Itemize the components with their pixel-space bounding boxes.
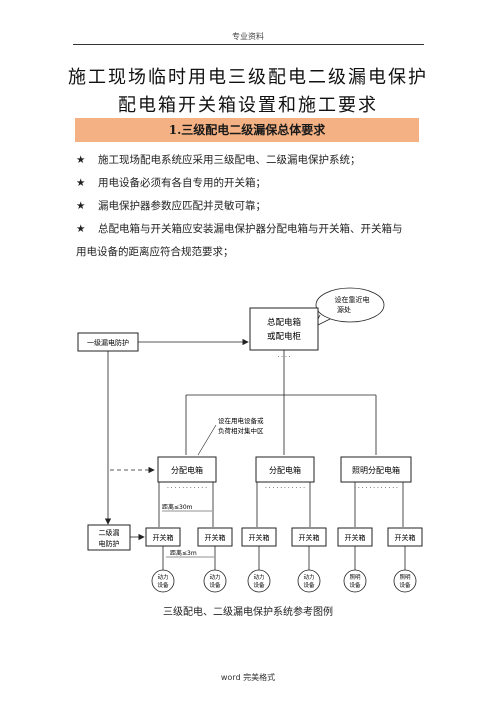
switch-box: 开关箱 xyxy=(197,527,233,547)
bullet-item: ★ 漏电保护器参数应匹配并灵敏可靠； xyxy=(76,195,422,217)
svg-text:· · · · · · · · · · · ·: · · · · · · · · · · · · xyxy=(354,485,398,492)
bullet-item: ★ 总配电箱与开关箱应安装漏电保护器分配电箱与开关箱、开关箱与 xyxy=(76,218,422,240)
power-device: 动力 设备 xyxy=(297,569,321,593)
svg-text:照明: 照明 xyxy=(349,574,361,581)
svg-text:开关箱: 开关箱 xyxy=(395,533,416,542)
bullet-text: 总配电箱与开关箱应安装漏电保护器分配电箱与开关箱、开关箱与 xyxy=(98,223,403,235)
svg-text:设备: 设备 xyxy=(349,581,361,589)
svg-text:动力: 动力 xyxy=(209,573,220,581)
svg-text:开关箱: 开关箱 xyxy=(345,533,366,542)
power-device: 动力 设备 xyxy=(151,569,175,593)
distribution-diagram: 设在靠近电 源处 总配电箱 或配电柜 一级漏电防护 · · · · 设在用电设备… xyxy=(77,287,423,593)
svg-text:动力: 动力 xyxy=(253,573,264,581)
power-device: 动力 设备 xyxy=(247,569,271,593)
svg-text:照明分配电箱: 照明分配电箱 xyxy=(352,465,400,475)
svg-text:设备: 设备 xyxy=(253,581,265,589)
distribution-box-1: 分配电箱 xyxy=(157,456,217,483)
star-icon: ★ xyxy=(76,200,86,212)
bullet-item: ★ 施工现场配电系统应采用三级配电、二级漏电保护系统； xyxy=(76,149,422,171)
main-distribution-box: 总配电箱 或配电柜 xyxy=(249,307,319,351)
svg-text:设备: 设备 xyxy=(303,581,315,589)
switch-box: 开关箱 xyxy=(337,527,373,547)
distribution-box-2: 分配电箱 xyxy=(255,456,315,483)
bullet-item-continued: 用电设备的距离应符合规范要求； xyxy=(76,241,422,263)
diagram-caption: 三级配电、二级漏电保护系统参考图例 xyxy=(163,607,333,618)
svg-text:设备: 设备 xyxy=(157,581,169,589)
svg-text:分配电箱: 分配电箱 xyxy=(269,465,301,475)
bullet-text: 用电设备必须有各自专用的开关箱； xyxy=(98,177,266,189)
svg-text:照明: 照明 xyxy=(399,574,411,581)
svg-text:设备: 设备 xyxy=(399,581,411,589)
section-heading: 1.三级配电二级漏保总体要求 xyxy=(75,118,419,142)
callout-text: 源处 xyxy=(337,305,351,314)
lighting-device: 照明 设备 xyxy=(343,569,367,593)
switch-box: 开关箱 xyxy=(145,527,181,547)
doc-title-line2: 配电箱开关箱设置和施工要求 xyxy=(118,95,378,116)
location-note: 设在用电设备或 xyxy=(218,416,264,425)
switch-box: 开关箱 xyxy=(387,527,423,547)
svg-text:分配电箱: 分配电箱 xyxy=(171,465,203,475)
svg-text:总配电箱: 总配电箱 xyxy=(267,317,302,328)
doc-title-line1: 施工现场临时用电三级配电二级漏电保护 xyxy=(68,67,428,88)
lighting-device: 照明 设备 xyxy=(393,569,417,593)
svg-text:开关箱: 开关箱 xyxy=(249,533,270,542)
svg-text:二级漏: 二级漏 xyxy=(99,528,120,537)
star-icon: ★ xyxy=(76,154,86,166)
page-footer: word 完美格式 xyxy=(220,673,276,682)
svg-text:开关箱: 开关箱 xyxy=(205,533,226,542)
bullet-text: 施工现场配电系统应采用三级配电、二级漏电保护系统； xyxy=(98,154,361,166)
switch-box: 开关箱 xyxy=(291,527,327,547)
second-level-protection-box: 二级漏 电防护 xyxy=(87,524,131,551)
svg-text:电防护: 电防护 xyxy=(99,539,120,548)
svg-text:· · · · · · · · · · ·: · · · · · · · · · · · xyxy=(265,485,305,492)
svg-text:· · · · · · · · · · ·: · · · · · · · · · · · xyxy=(167,485,207,492)
distance-label-3m: 距离≤3m xyxy=(170,549,197,557)
callout-text: 设在靠近电 xyxy=(335,295,370,304)
svg-text:一级漏电防护: 一级漏电防护 xyxy=(87,338,129,347)
power-device: 动力 设备 xyxy=(203,569,227,593)
page-header: 专业资料 xyxy=(232,32,264,41)
bullet-item: ★ 用电设备必须有各自专用的开关箱； xyxy=(76,172,422,194)
bullet-text: 漏电保护器参数应匹配并灵敏可靠； xyxy=(98,200,266,212)
star-icon: ★ xyxy=(76,177,86,189)
svg-text:设备: 设备 xyxy=(209,581,221,589)
svg-text:动力: 动力 xyxy=(157,573,168,581)
svg-text:或配电柜: 或配电柜 xyxy=(267,331,302,342)
header-rule xyxy=(73,44,424,45)
star-icon: ★ xyxy=(76,223,86,235)
location-note: 负荷相对集中区 xyxy=(218,426,264,435)
svg-text:开关箱: 开关箱 xyxy=(153,533,174,542)
first-level-protection-box: 一级漏电防护 xyxy=(77,332,139,352)
svg-text:开关箱: 开关箱 xyxy=(299,533,320,542)
lighting-distribution-box: 照明分配电箱 xyxy=(340,456,412,483)
callout-bubble: 设在靠近电 源处 xyxy=(313,287,385,328)
switch-box: 开关箱 xyxy=(241,527,277,547)
distance-label-30m: 距离≤30m xyxy=(162,503,193,511)
bullet-text: 用电设备的距离应符合规范要求； xyxy=(76,246,234,258)
svg-text:动力: 动力 xyxy=(303,573,314,581)
